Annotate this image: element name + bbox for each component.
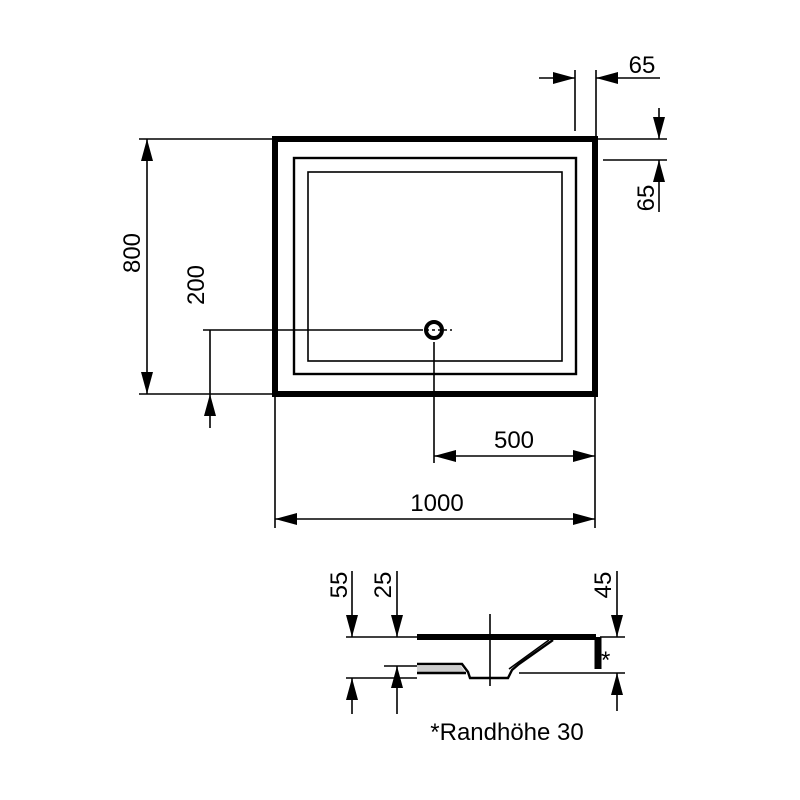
- dim-total-height-label: 55: [326, 572, 353, 599]
- dimension-drain-y: 200: [183, 265, 420, 428]
- section-gray-fill: [417, 666, 466, 673]
- dim-depth-label: 800: [119, 233, 146, 273]
- dimension-depth: 800: [119, 138, 275, 395]
- dim-rim-height-label: 45: [590, 572, 617, 599]
- dim-width-label: 1000: [410, 490, 463, 517]
- dimension-rim-height: 45: [590, 571, 625, 711]
- dim-drain-x-label: 500: [494, 427, 534, 454]
- tray-rim-outline: [292, 156, 578, 376]
- asterisk-marker: *: [601, 647, 610, 674]
- dimension-total-height: 55: [326, 571, 417, 714]
- dimension-rim-top: 65: [596, 108, 667, 212]
- dim-inner-height-label: 25: [370, 572, 397, 599]
- drain: [420, 320, 452, 340]
- footnote-rim-height: *Randhöhe 30: [430, 719, 583, 746]
- dim-rim-right-label: 65: [629, 52, 656, 79]
- dim-rim-top-label: 65: [633, 185, 660, 212]
- dimension-width: 1000: [274, 394, 596, 528]
- tray-outer-outline: [272, 136, 598, 397]
- dim-drain-y-label: 200: [183, 265, 210, 305]
- section-floor-profile: [417, 639, 554, 680]
- dimension-rim-right: 65: [539, 52, 660, 139]
- section-view: 55 25 45 * *Randhöhe 30: [326, 571, 625, 746]
- dimension-inner-height: 25: [370, 571, 417, 714]
- tray-floor-outline: [307, 171, 563, 362]
- plan-view: 1000 500 800 200: [119, 52, 667, 528]
- dimension-drain-x: 500: [433, 342, 595, 463]
